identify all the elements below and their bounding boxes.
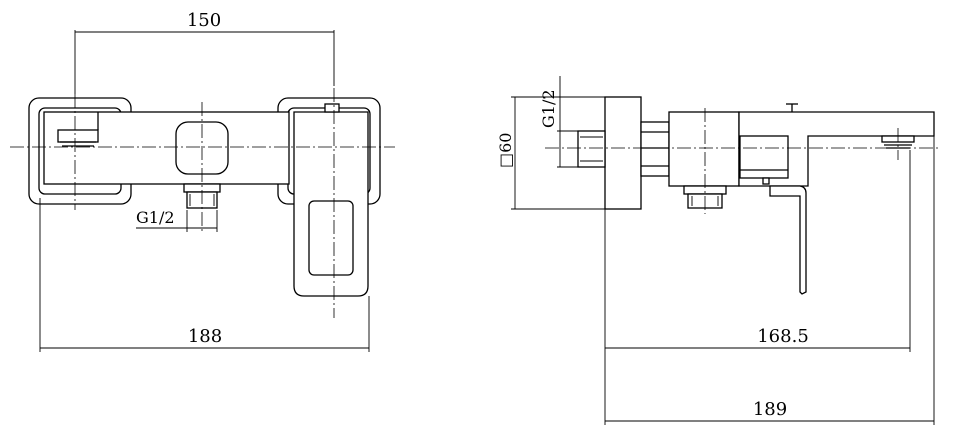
wall-plate: [604, 96, 642, 210]
side-inlet-thread: [577, 130, 606, 168]
spout-outlet: [57, 129, 99, 143]
side-inlet-label: G1/2: [539, 89, 558, 128]
dim-189-label: 189: [753, 399, 787, 420]
hex-nut: [640, 121, 670, 177]
mixer-body: [43, 111, 290, 185]
side-mixer-body: [668, 111, 740, 187]
dim-square-60-label: □60: [496, 133, 515, 168]
dim-168-5-label: 168.5: [757, 326, 809, 347]
front-view: 150 188 G1/2: [10, 10, 395, 352]
side-view: □60 G1/2 168.5 189: [496, 76, 940, 425]
lever-cap: [324, 103, 340, 113]
cartridge-housing: [739, 135, 789, 179]
dim-188-label: 188: [188, 326, 222, 347]
front-inlet-label: G1/2: [136, 208, 175, 227]
dim-150-label: 150: [187, 10, 221, 31]
lever-handle-inset: [308, 200, 354, 276]
side-lever: [769, 185, 807, 295]
